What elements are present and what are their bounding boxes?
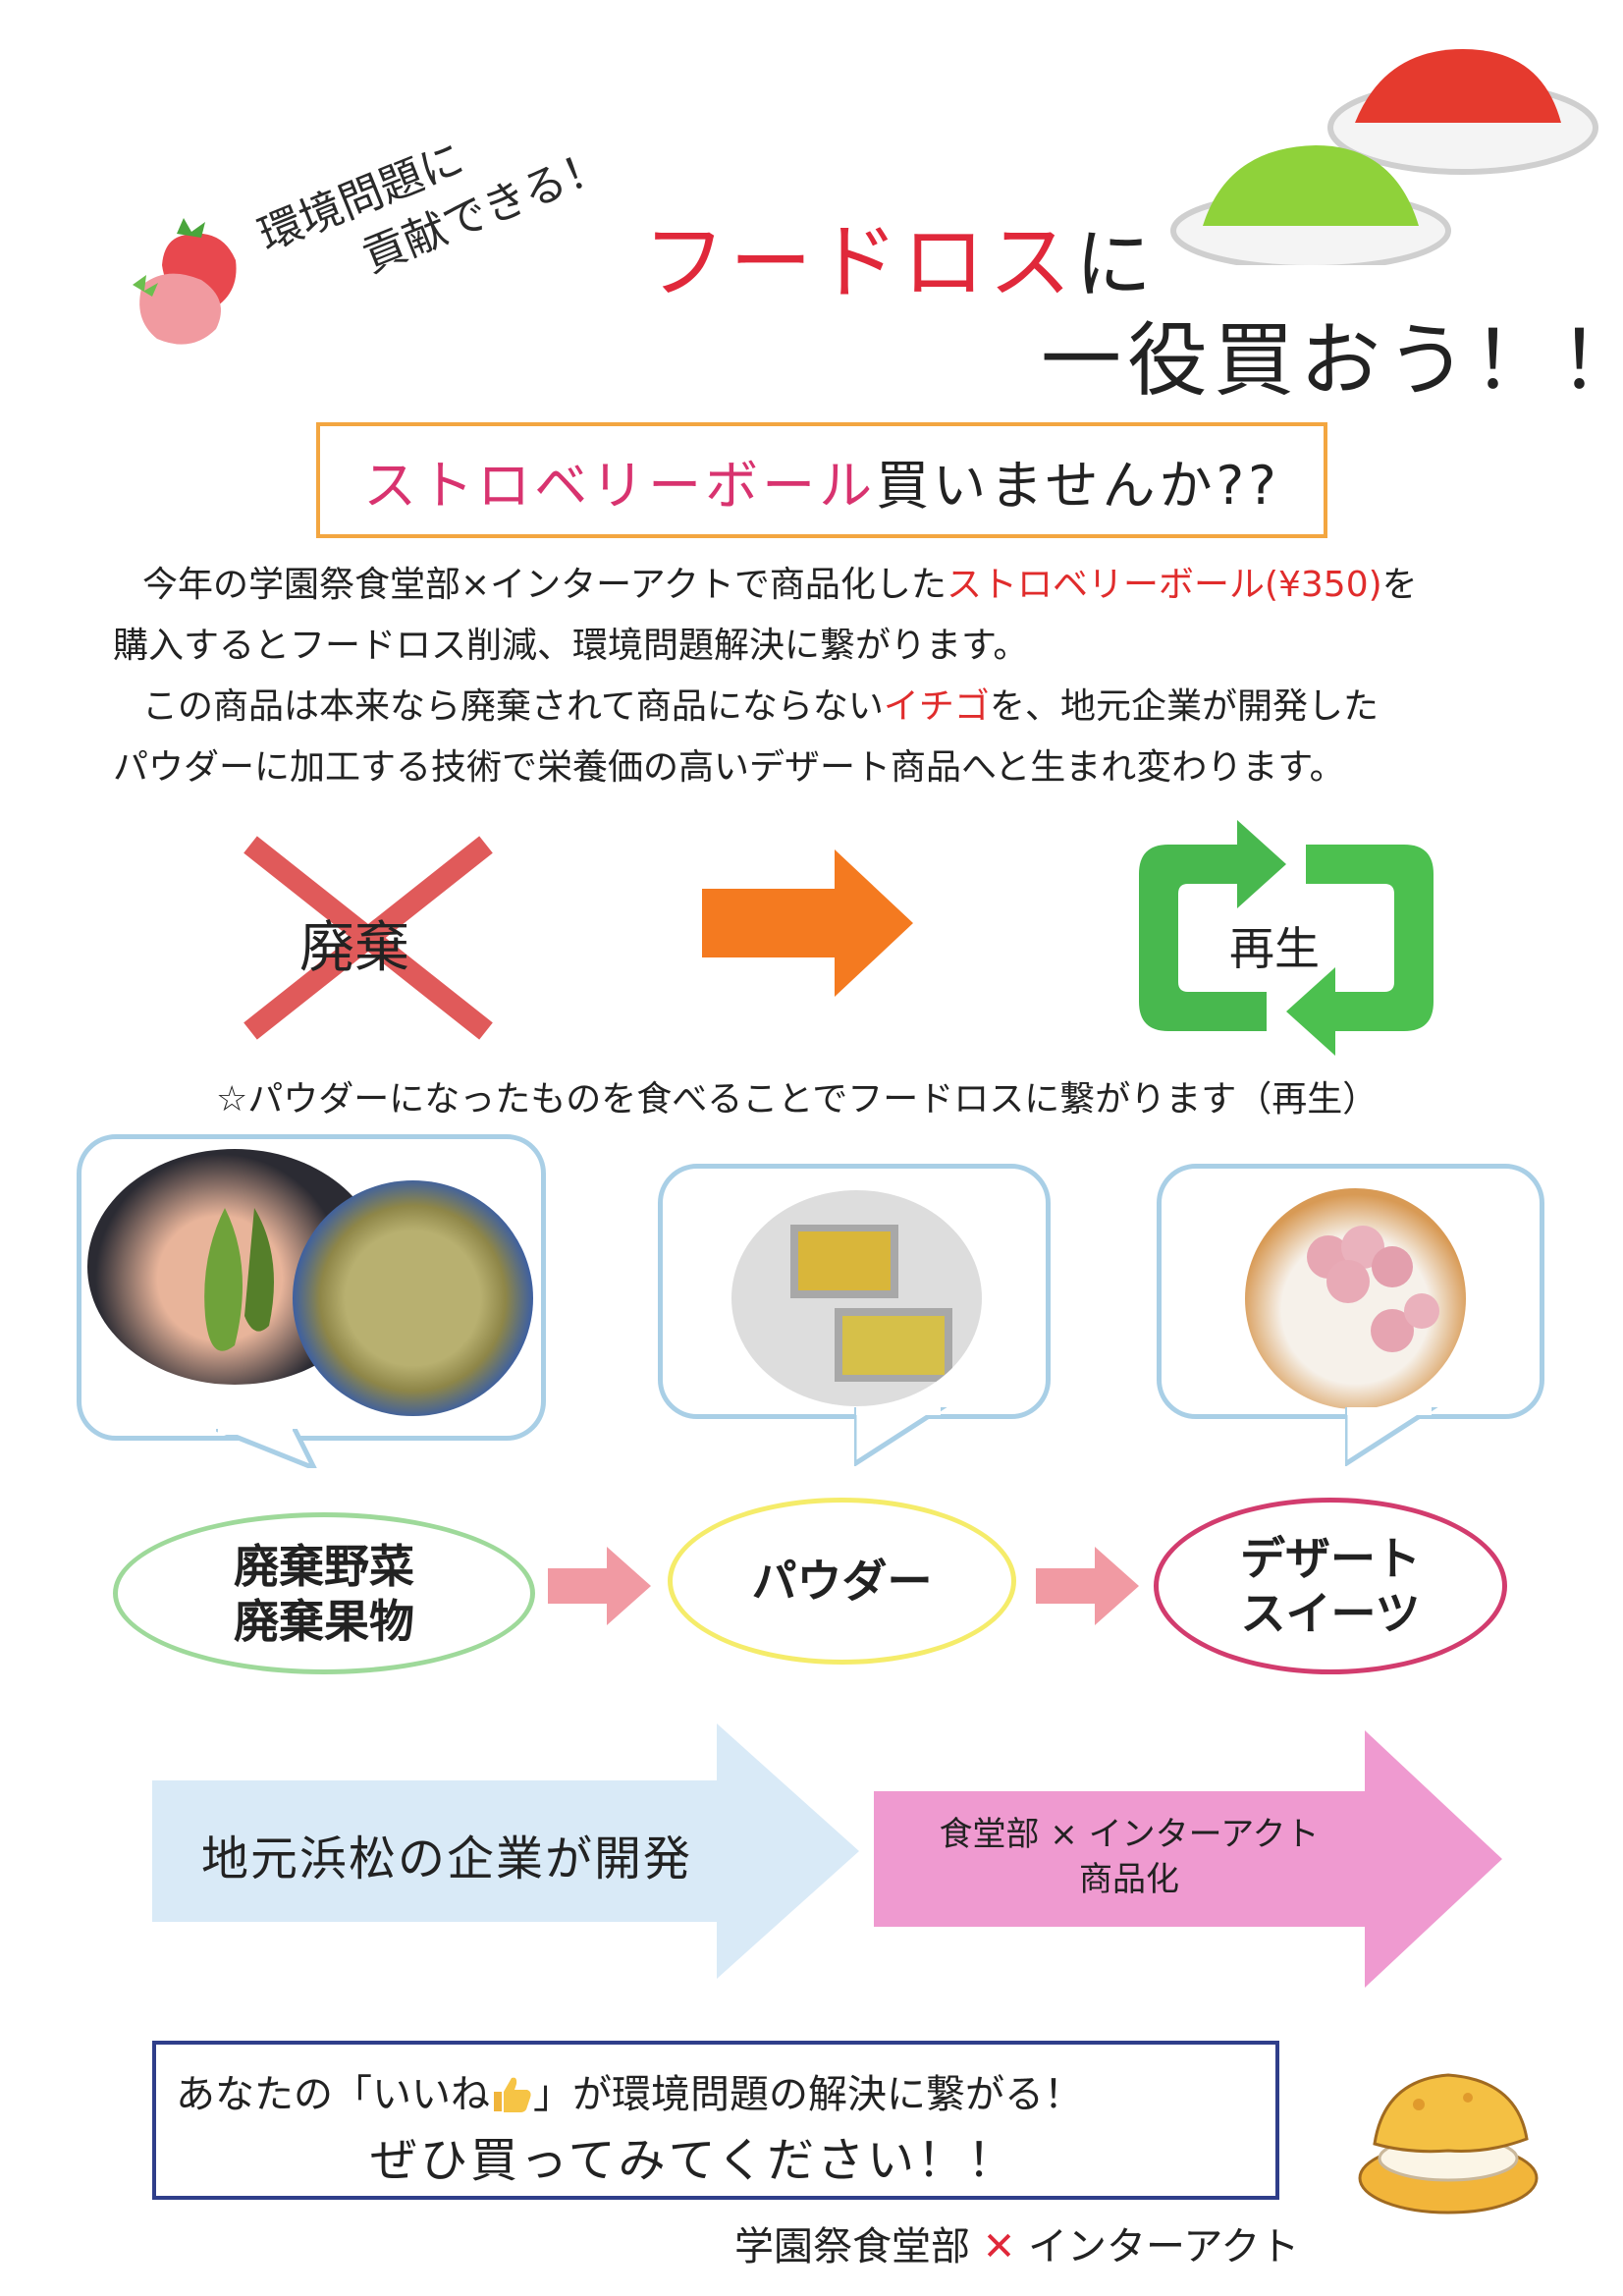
speech-bubble-vegetables — [77, 1134, 546, 1441]
pink-big-arrow — [874, 1730, 1502, 1988]
cross-mark-icon — [243, 836, 493, 1040]
thumbs-up-icon — [494, 2077, 531, 2112]
waste-label: 廃棄 — [299, 916, 409, 980]
bubble-tail — [1345, 1407, 1438, 1466]
headline-line2: 一役買おう！！ — [1041, 314, 1623, 408]
call-to-action-box: あなたの「いいね 」が環境問題の解決に繋がる！ ぜひ買ってみてください！！ — [152, 2041, 1279, 2200]
pink-arrow-icon — [1036, 1547, 1139, 1625]
speech-bubble-powder — [658, 1164, 1051, 1419]
cta-line1: あなたの「いいね 」が環境問題の解決に繋がる！ — [176, 2072, 1083, 2117]
productization-label: 食堂部 × インターアクト 商品化 — [939, 1815, 1320, 1899]
product-callout-box: ストロベリーボール買いませんか?? — [316, 422, 1327, 538]
tagline: 環境問題に 貢献できる！ — [251, 134, 615, 283]
intro-paragraph: 今年の学園祭食堂部×インターアクトで商品化したストロベリーボール(¥350)を … — [113, 565, 1418, 788]
bubble-tail — [216, 1429, 317, 1468]
oval-waste-produce: 廃棄野菜廃棄果物 — [113, 1512, 535, 1674]
powder-plates-illustration — [1170, 49, 1598, 265]
regeneration-label: 再生 — [1229, 922, 1320, 975]
organizer-credit: 学園祭食堂部 ✕ インターアクト — [734, 2224, 1300, 2269]
potatoes-photo — [293, 1180, 533, 1416]
light-blue-arrow — [152, 1723, 859, 1979]
strawberry-balls-photo — [1245, 1188, 1466, 1409]
cta-line2: ぜひ買ってみてください！！ — [370, 2133, 1018, 2188]
green-pepper-icon — [204, 1208, 274, 1351]
strawberry-icon — [133, 218, 237, 345]
oval-dessert: デザートスイーツ — [1154, 1498, 1507, 1674]
bubble-tail — [854, 1407, 947, 1466]
speech-bubble-dessert — [1157, 1164, 1544, 1419]
developer-label: 地元浜松の企業が開発 — [201, 1831, 693, 1886]
oval-powder: パウダー — [668, 1498, 1016, 1665]
headline-line1: フードロスに — [643, 214, 1157, 310]
orange-arrow-icon — [702, 849, 913, 997]
powder-trays-photo — [731, 1190, 982, 1406]
cream-puff-icon — [1358, 2073, 1539, 2214]
recycle-icon — [1139, 820, 1434, 1056]
flow-caption: ☆パウダーになったものを食べることでフードロスに繋がります（再生） — [216, 1079, 1379, 1120]
pink-arrow-icon — [548, 1547, 651, 1625]
